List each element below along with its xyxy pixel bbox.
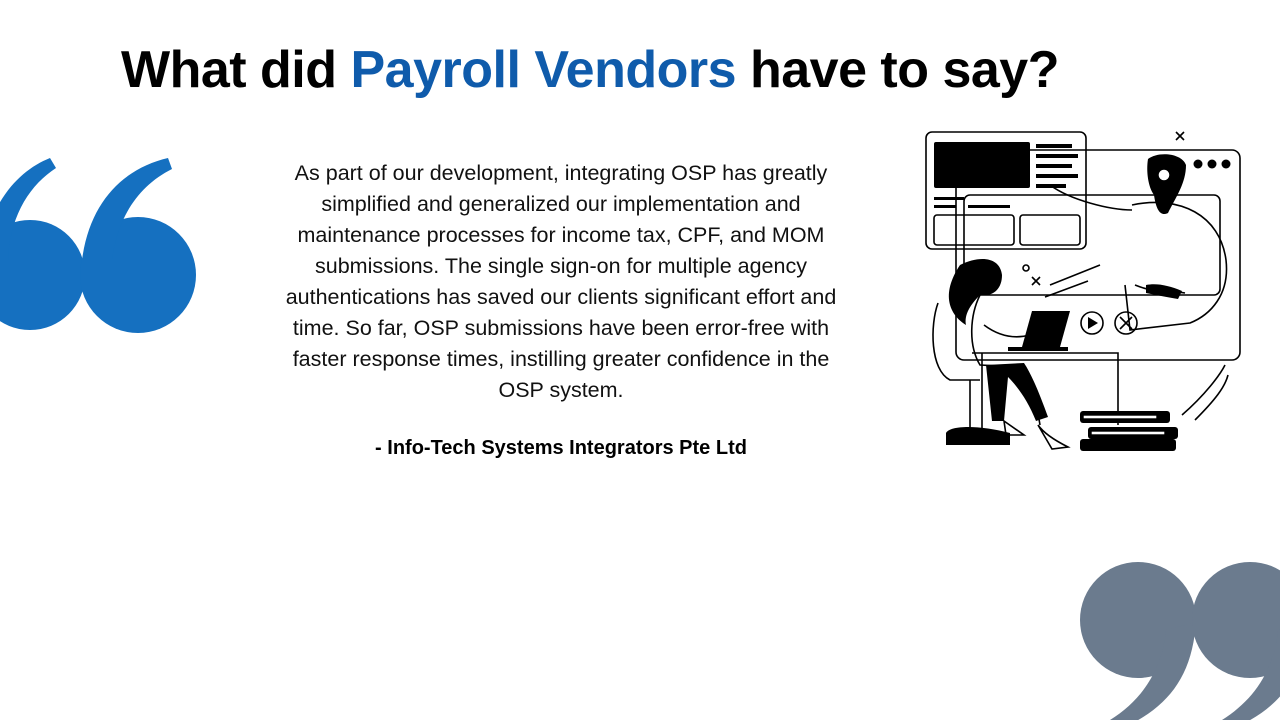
people-with-laptop-illustration: [925, 131, 1241, 451]
slide-title: What did Payroll Vendors have to say?: [0, 40, 1180, 100]
title-accent: Payroll Vendors: [350, 41, 737, 99]
title-prefix: What did: [121, 41, 351, 99]
close-quote-mark-icon: [1080, 562, 1280, 720]
testimonial-attribution: - Info-Tech Systems Integrators Pte Ltd: [375, 437, 747, 459]
title-suffix: have to say?: [736, 41, 1060, 99]
testimonial-quote: As part of our development, integrating …: [285, 161, 837, 402]
open-quote-mark-icon: [0, 158, 196, 333]
